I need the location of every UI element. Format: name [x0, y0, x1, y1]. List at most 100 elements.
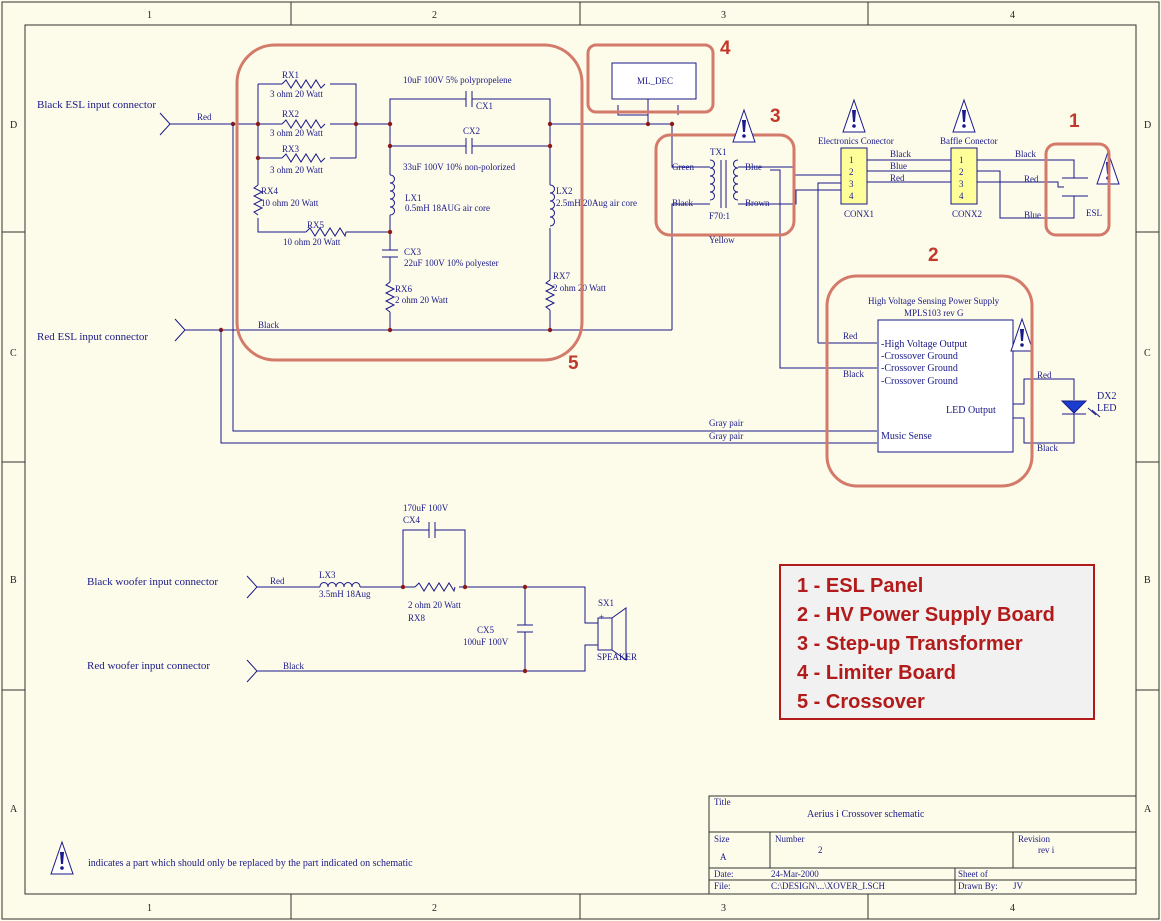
highlight-esl — [1044, 142, 1111, 237]
conx2-body — [950, 147, 978, 205]
legend-item-3: 3 - Step-up Transformer — [797, 633, 1023, 655]
callout-5: 5 — [568, 353, 579, 374]
conx1-title: Electronics Conector — [818, 136, 894, 146]
drawn-by-value: JV — [1013, 881, 1024, 891]
number-label: Number — [775, 834, 805, 844]
ml-dec-box — [611, 62, 697, 100]
crossover-network — [382, 91, 710, 330]
black-woofer-connector — [246, 575, 320, 599]
cx5-ref: CX5 — [477, 625, 495, 635]
conx2-pin-3: 3 — [959, 179, 964, 189]
conx2-pin-2: 2 — [959, 167, 964, 177]
conx1-pin-4: 4 — [849, 191, 854, 201]
cx3-value: 22uF 100V 10% polyester — [404, 258, 499, 268]
hv-led-output: LED Output — [946, 405, 996, 416]
grid-row-a-right: A — [1144, 804, 1152, 815]
grid-col-3-bottom: 3 — [721, 903, 726, 914]
conx1-pin-3: 3 — [849, 179, 854, 189]
rx5-ref: RX5 — [307, 220, 325, 230]
highlight-crossover — [235, 43, 584, 362]
highlight-transformer — [654, 133, 796, 237]
wire-label-woofer-black: Black — [283, 661, 304, 671]
gray-pair-wires — [220, 124, 877, 444]
file-label: File: — [714, 881, 731, 891]
black-esl-connector — [159, 112, 233, 136]
lx3-ref: LX3 — [319, 570, 336, 580]
cx2-ref: CX2 — [463, 126, 480, 136]
conx2-pin-1: 1 — [959, 155, 964, 165]
hv-supply-box — [877, 319, 1014, 453]
rx3-ref: RX3 — [282, 144, 300, 154]
cx1-value: 10uF 100V 5% polypropelene — [403, 75, 512, 85]
led-dx2 — [1013, 378, 1101, 444]
conx2-ref: CONX2 — [952, 209, 982, 219]
wire-label-conx-red: Red — [890, 173, 905, 183]
callout-2: 2 — [928, 245, 939, 266]
callout-3: 3 — [770, 106, 781, 127]
rx2-ref: RX2 — [282, 109, 299, 119]
wire-label-yellow: Yellow — [709, 235, 735, 245]
date-value: 24-Mar-2000 — [771, 869, 819, 879]
red-woofer-connector-label: Red woofer input connector — [87, 660, 210, 672]
title-label: Title — [714, 797, 731, 807]
cx4-value: 170uF 100V — [403, 503, 449, 513]
legend-item-5: 5 - Crossover — [797, 691, 925, 713]
cx1-ref: CX1 — [476, 101, 493, 111]
conx2-pin-4: 4 — [959, 191, 964, 201]
hv-pin-3: -Crossover Ground — [881, 363, 958, 374]
wire-label-esl-blue: Blue — [1024, 210, 1041, 220]
wire-label-brown: Brown — [745, 198, 770, 208]
lx2-ref: LX2 — [556, 186, 573, 196]
lx2-value: 2.5mH 20Aug air core — [556, 198, 637, 208]
legend-box — [779, 564, 1095, 720]
conx2-title: Baffle Conector — [940, 136, 998, 146]
wire-label-black-tx: Black — [672, 198, 693, 208]
grid-col-1-top: 1 — [147, 10, 152, 21]
ml-dec-label: ML_DEC — [637, 76, 673, 86]
lx1-ref: LX1 — [405, 193, 422, 203]
conx-link-wires — [867, 159, 951, 183]
file-value: C:\DESIGN\...\XOVER_I.SCH — [771, 881, 886, 891]
dx2-ref: DX2 — [1097, 391, 1116, 402]
conx1-pin-2: 2 — [849, 167, 854, 177]
number-value: 2 — [818, 845, 823, 855]
grid-row-d-right: D — [1144, 120, 1151, 131]
dx2-value: LED — [1097, 403, 1116, 414]
rx4-value: 10 ohm 20 Watt — [261, 198, 319, 208]
grid-col-1-bottom: 1 — [147, 903, 152, 914]
callout-1: 1 — [1069, 111, 1080, 132]
grid-row-b-right: B — [1144, 575, 1151, 586]
cx3-ref: CX3 — [404, 247, 422, 257]
grid-col-4-top: 4 — [1010, 10, 1015, 21]
sx1-value: SPEAKER — [597, 652, 637, 662]
revision-label: Revision — [1018, 834, 1051, 844]
size-label: Size — [714, 834, 730, 844]
sx1-ref: SX1 — [598, 598, 614, 608]
revision-value: rev i — [1038, 845, 1055, 855]
hv-part: MPLS103 rev G — [904, 308, 964, 318]
rx7-ref: RX7 — [553, 271, 571, 281]
rx3-value: 3 ohm 20 Watt — [270, 165, 323, 175]
rx5-value: 10 ohm 20 Watt — [283, 237, 341, 247]
rx4-ref: RX4 — [261, 186, 279, 196]
title-block — [708, 795, 1137, 895]
esl-label: ESL — [1086, 208, 1102, 218]
highlight-hv-supply — [825, 274, 1034, 488]
cx5-value: 100uF 100V — [463, 637, 509, 647]
red-esl-connector-label: Red ESL input connector — [37, 331, 148, 343]
red-esl-connector — [174, 318, 672, 342]
wire-label-gray-pair-2: Gray pair — [709, 431, 743, 441]
grid-row-d-left: D — [10, 120, 17, 131]
hv-pin-1: -High Voltage Output — [881, 339, 968, 350]
wire-label-esl-black: Black — [1015, 149, 1036, 159]
grid-col-4-bottom: 4 — [1010, 903, 1015, 914]
conx1-pin-1: 1 — [849, 155, 854, 165]
wire-label-gray-pair-1: Gray pair — [709, 418, 743, 428]
conx1-ref: CONX1 — [844, 209, 874, 219]
drawn-by-label: Drawn By: — [958, 881, 998, 891]
junction-dots — [218, 121, 675, 333]
conx1-wires — [817, 174, 841, 343]
wire-label-green: Green — [672, 162, 694, 172]
